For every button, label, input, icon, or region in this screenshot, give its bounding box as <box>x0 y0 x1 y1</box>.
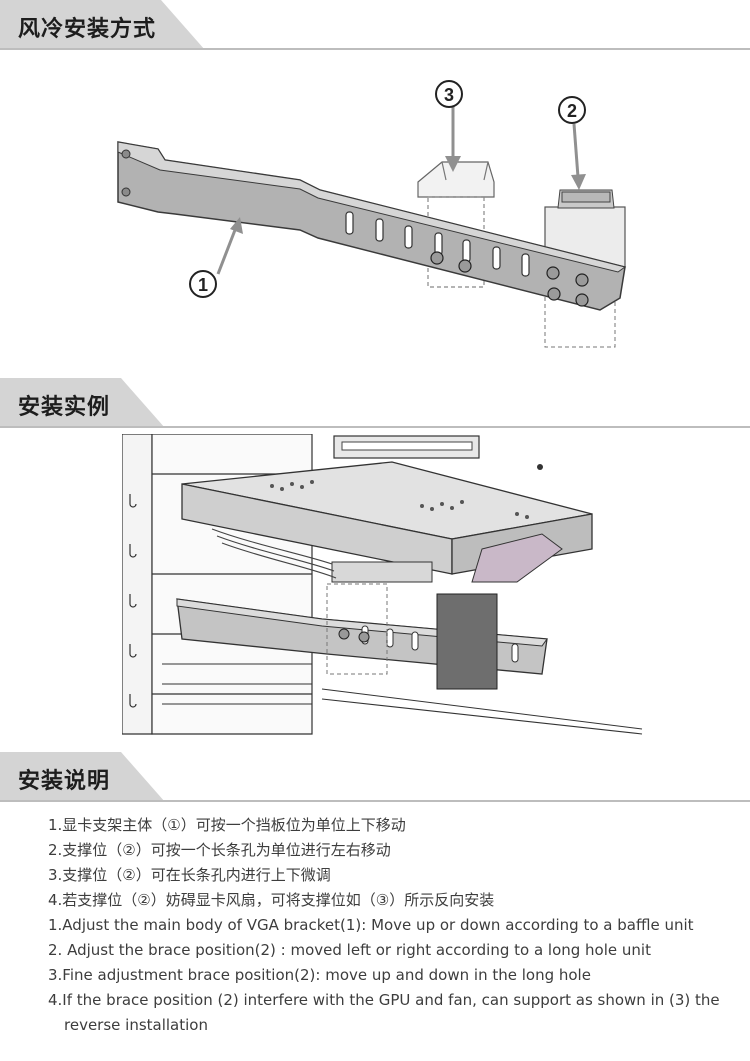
bracket-diagram: 1 3 2 <box>117 80 627 348</box>
callout-3: 3 <box>435 80 463 108</box>
instruction-line: 1.显卡支架主体（①）可按一个挡板位为单位上下移动 <box>48 816 406 834</box>
callout-3-label: 3 <box>444 85 454 105</box>
installed-brace <box>326 583 498 690</box>
bracket-slots <box>345 211 530 277</box>
bracket-screws <box>430 251 589 307</box>
drive-cage <box>162 663 643 735</box>
heatpipes <box>211 528 337 579</box>
section-title: 安装实例 <box>18 395 111 420</box>
header-divider <box>0 48 750 50</box>
panel-screw-hole <box>537 464 543 470</box>
support-piece-2 <box>544 189 626 348</box>
instruction-line: 1.Adjust the main body of VGA bracket(1)… <box>48 916 694 934</box>
header-divider <box>0 800 750 802</box>
instruction-line: 3.Fine adjustment brace position(2): mov… <box>48 966 591 984</box>
callout-1: 1 <box>189 270 217 298</box>
section-header-instructions: 安装说明 <box>0 752 750 802</box>
instruction-line: 3.支撑位（②）可在长条孔内进行上下微调 <box>48 866 331 884</box>
callout-2: 2 <box>558 96 586 124</box>
section-title: 安装说明 <box>18 769 111 794</box>
section-header-example: 安装实例 <box>0 378 750 428</box>
section-title: 风冷安装方式 <box>18 17 157 42</box>
callout-1-label: 1 <box>198 275 208 295</box>
instruction-line: 2. Adjust the brace position(2) : moved … <box>48 941 651 959</box>
callout-arrows <box>216 107 586 275</box>
instruction-line: 4.若支撑位（②）妨碍显卡风扇，可将支撑位如（③）所示反向安装 <box>48 891 495 909</box>
instruction-line: 2.支撑位（②）可按一个长条孔为单位进行左右移动 <box>48 841 391 859</box>
instruction-line: reverse installation <box>64 1016 208 1034</box>
graphics-card <box>181 461 593 583</box>
instruction-line: 4.If the brace position (2) interfere wi… <box>48 991 720 1009</box>
callout-2-label: 2 <box>567 101 577 121</box>
instructions-list: 1.显卡支架主体（①）可按一个挡板位为单位上下移动 2.支撑位（②）可按一个长条… <box>48 813 738 1038</box>
header-divider <box>0 426 750 428</box>
chassis-hooks <box>129 494 137 708</box>
section-header-air-cooling: 风冷安装方式 <box>0 0 750 50</box>
installation-example-image <box>122 434 644 738</box>
